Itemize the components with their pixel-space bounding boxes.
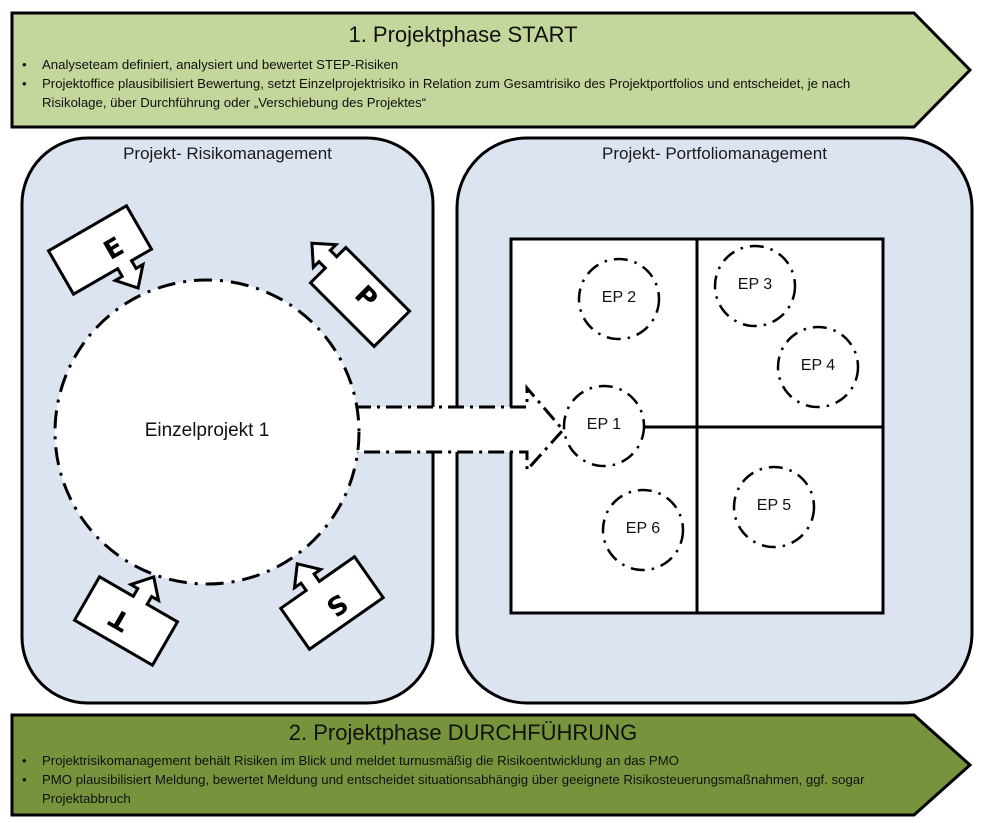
phase-execution-bullets: Projektrisikomanagement behält Risiken i…	[20, 751, 900, 808]
ep-circles	[562, 244, 860, 572]
ep-label-3: EP 3	[737, 276, 773, 293]
einzelprojekt-circle	[53, 278, 361, 586]
callout-t	[72, 574, 180, 668]
ep-circle-1	[562, 384, 646, 468]
phase-start-title: 1. Projektphase START	[348, 22, 578, 47]
phase-start-bullet: Projektoffice plausibilisiert Bewertung,…	[20, 74, 900, 112]
ep-label-1: EP 1	[586, 416, 622, 433]
ep-circle-4	[776, 325, 860, 409]
ep-label-5: EP 5	[756, 497, 792, 514]
callout-p	[308, 241, 412, 349]
portfolio-panel-title: Projekt- Portfoliomanagement	[602, 144, 827, 163]
callout-s	[278, 554, 386, 652]
phase-execution-bullet: Projektrisikomanagement behält Risiken i…	[20, 751, 900, 770]
ep-circle-3	[713, 244, 797, 328]
phase-start-bullets: Analyseteam definiert, analysiert und be…	[20, 55, 900, 112]
ep-circle-5	[732, 465, 816, 549]
ep-circle-6	[601, 488, 685, 572]
risk-panel-title: Projekt- Risikomanagement	[123, 144, 332, 163]
transfer-arrow	[340, 383, 565, 474]
ep-circle-2	[577, 257, 661, 341]
phase-execution-title: 2. Projektphase DURCHFÜHRUNG	[288, 720, 638, 745]
ep-label-4: EP 4	[800, 357, 836, 374]
phase-start-bullet: Analyseteam definiert, analysiert und be…	[20, 55, 900, 74]
ep-label-2: EP 2	[601, 289, 637, 306]
ep-label-6: EP 6	[625, 520, 661, 537]
phase-execution-bullet: PMO plausibilisiert Meldung, bewertet Me…	[20, 770, 900, 808]
callout-e	[46, 203, 154, 297]
einzelprojekt-label: Einzelprojekt 1	[144, 420, 270, 441]
